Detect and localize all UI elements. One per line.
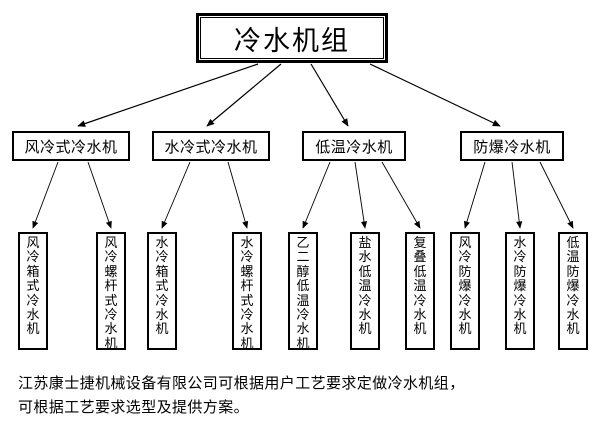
footer-line-1: 江苏康士捷机械设备有限公司可根据用户工艺要求定做冷水机组， <box>18 374 465 392</box>
leaf-node[interactable]: 风冷防爆冷水机 <box>450 232 480 350</box>
edge-root-to-branch-1 <box>206 63 282 127</box>
leaf-node-label: 风冷箱式冷水机 <box>26 236 40 338</box>
leaf-node[interactable]: 乙二醇低温冷水机 <box>288 232 318 352</box>
branch-node-label: 低温冷水机 <box>315 137 393 156</box>
leaf-node-label: 盐水低温冷水机 <box>358 236 372 338</box>
leaf-node[interactable]: 水冷防爆冷水机 <box>505 232 535 350</box>
leaf-node-label: 乙二醇低温冷水机 <box>296 236 310 352</box>
leaf-node-label: 风冷防爆冷水机 <box>458 236 472 338</box>
footer-line-2: 可根据工艺要求选型及提供方案。 <box>18 398 250 416</box>
leaf-node-label: 水冷螺杆式冷水机 <box>240 236 254 352</box>
root-node-label: 冷水机组 <box>234 25 350 57</box>
leaf-node-label: 风冷螺杆式冷水机 <box>104 236 118 352</box>
edge-branch-2-to-leaf-6 <box>381 161 421 229</box>
edge-branch-0-to-leaf-1 <box>87 161 112 229</box>
leaf-node[interactable]: 复叠低温冷水机 <box>405 232 435 350</box>
leaf-node-label: 复叠低温冷水机 <box>413 236 427 338</box>
branch-node-low-temperature[interactable]: 低温冷水机 <box>302 131 406 161</box>
edge-branch-2-to-leaf-4 <box>302 161 331 229</box>
leaf-node[interactable]: 低温防爆冷水机 <box>558 232 588 350</box>
edge-branch-1-to-leaf-3 <box>227 161 249 229</box>
leaf-node[interactable]: 盐水低温冷水机 <box>350 232 380 350</box>
branch-node-label: 水冷式冷水机 <box>164 137 258 156</box>
leaf-node-label: 低温防爆冷水机 <box>566 236 580 338</box>
edge-branch-3-to-leaf-8 <box>511 161 523 229</box>
branch-node-label: 防爆冷水机 <box>473 137 551 156</box>
footer-note: 江苏康士捷机械设备有限公司可根据用户工艺要求定做冷水机组， 可根据工艺要求选型及… <box>18 371 584 419</box>
branch-node-air-cooled[interactable]: 风冷式冷水机 <box>12 131 130 161</box>
edge-root-to-branch-0 <box>77 63 259 127</box>
edge-branch-2-to-leaf-5 <box>354 161 368 229</box>
edge-root-to-branch-3 <box>369 63 501 127</box>
edge-branch-1-to-leaf-2 <box>161 161 191 229</box>
root-node[interactable]: 冷水机组 <box>196 13 388 63</box>
leaf-node[interactable]: 水冷箱式冷水机 <box>147 232 177 350</box>
edge-branch-0-to-leaf-0 <box>32 161 59 229</box>
leaf-node-label: 水冷防爆冷水机 <box>513 236 527 338</box>
leaf-node[interactable]: 风冷箱式冷水机 <box>18 232 48 350</box>
leaf-node-label: 水冷箱式冷水机 <box>155 236 169 338</box>
edge-branch-3-to-leaf-7 <box>463 161 486 229</box>
leaf-node[interactable]: 水冷螺杆式冷水机 <box>232 232 262 352</box>
branch-node-explosion-proof[interactable]: 防爆冷水机 <box>460 131 564 161</box>
branch-node-water-cooled[interactable]: 水冷式冷水机 <box>152 131 270 161</box>
branch-node-label: 风冷式冷水机 <box>24 137 118 156</box>
leaf-node[interactable]: 风冷螺杆式冷水机 <box>96 232 126 352</box>
edge-branch-3-to-leaf-9 <box>539 161 574 229</box>
edge-root-to-branch-2 <box>310 63 349 127</box>
